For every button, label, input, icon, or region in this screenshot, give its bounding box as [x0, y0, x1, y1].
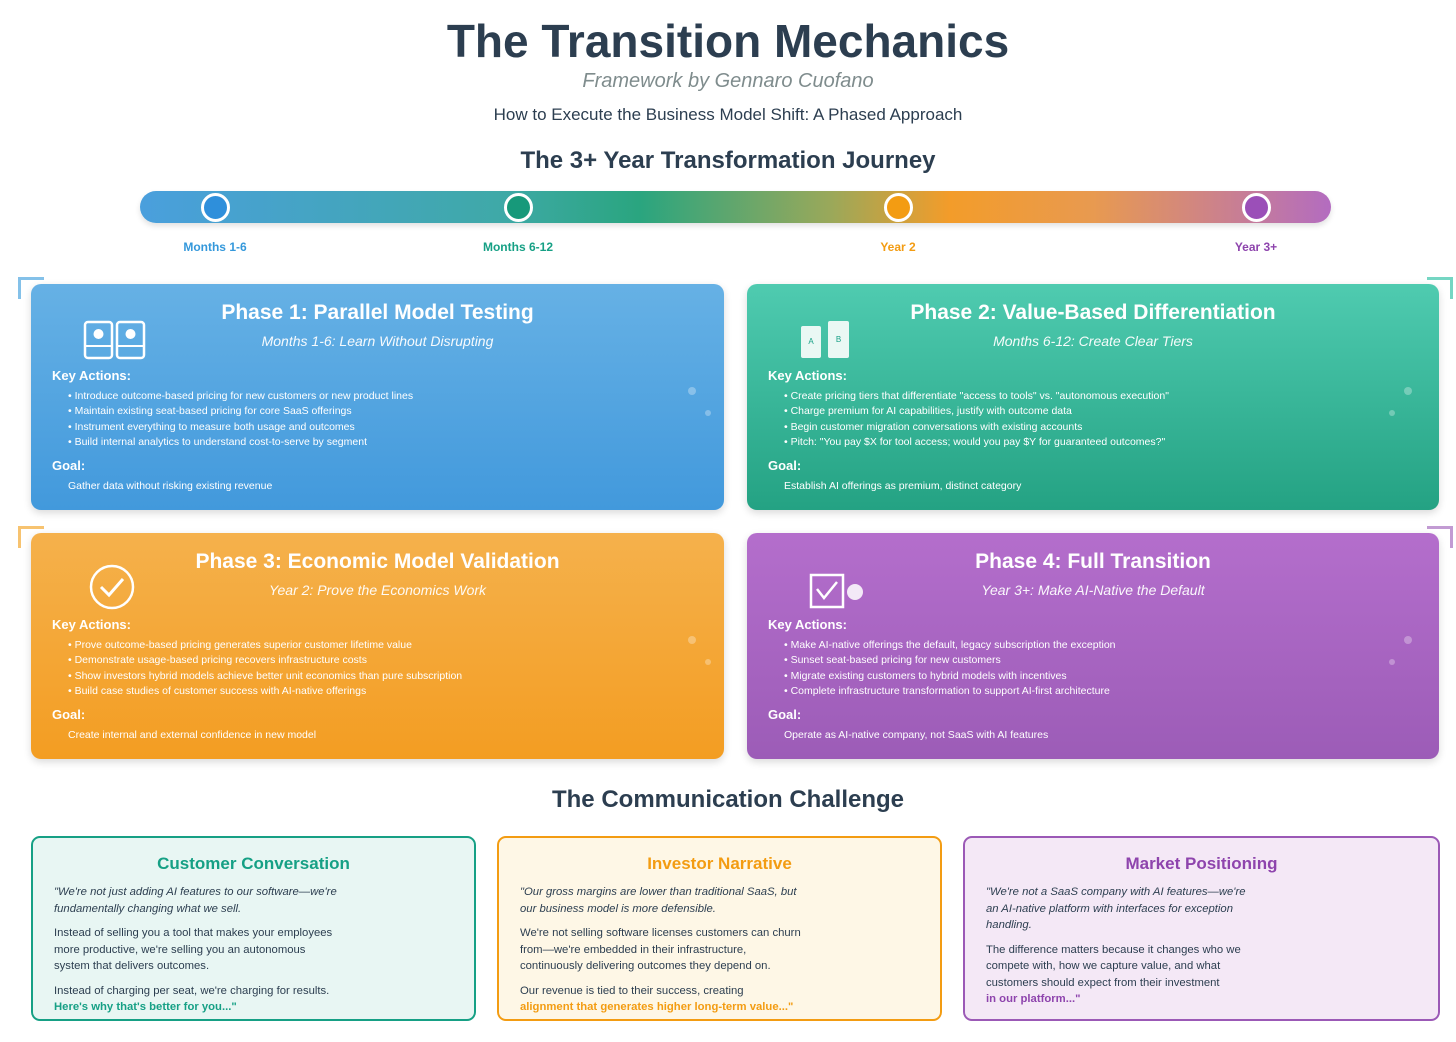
- corner-bracket: [18, 526, 44, 548]
- decorative-dot: [688, 387, 696, 395]
- timeline-marker-3: [884, 193, 913, 222]
- timeline-label: Year 3+: [1234, 240, 1278, 254]
- action-item: Begin customer migration conversations w…: [784, 420, 1169, 435]
- action-item: Demonstrate usage-based pricing recovers…: [68, 653, 462, 668]
- decorative-dot: [1404, 387, 1412, 395]
- card-quote: "Our gross margins are lower than tradit…: [520, 886, 797, 915]
- card-emphasis: alignment that generates higher long-ter…: [520, 1001, 794, 1013]
- phase-title: Phase 2: Value-Based Differentiation: [910, 301, 1276, 324]
- decorative-dot: [688, 636, 696, 644]
- phase-title: Phase 1: Parallel Model Testing: [221, 301, 534, 324]
- card-title: Investor Narrative: [647, 854, 792, 873]
- action-list: Create pricing tiers that differentiate …: [784, 389, 1169, 450]
- action-item: Instrument everything to measure both us…: [68, 420, 413, 435]
- investor-narrative-card: Investor Narrative "Our gross margins ar…: [497, 836, 942, 1021]
- phase-subtitle: Year 2: Prove the Economics Work: [268, 582, 487, 598]
- timeline-label: Months 6-12: [482, 240, 553, 254]
- key-actions-label: Key Actions:: [768, 368, 847, 383]
- card-paragraph: Instead of selling you a tool that makes…: [54, 927, 333, 972]
- action-list: Make AI-native offerings the default, le…: [784, 638, 1116, 699]
- goal-label: Goal:: [52, 707, 86, 722]
- check-circle-icon: [89, 564, 135, 610]
- key-actions-label: Key Actions:: [52, 617, 131, 632]
- phase-title: Phase 3: Economic Model Validation: [195, 550, 560, 573]
- action-item: Show investors hybrid models achieve bet…: [68, 669, 463, 684]
- decorative-dot: [1389, 659, 1395, 665]
- action-list: Prove outcome-based pricing generates su…: [68, 638, 463, 699]
- action-item: Introduce outcome-based pricing for new …: [68, 389, 414, 404]
- goal-text: Operate as AI-native company, not SaaS w…: [784, 729, 1049, 741]
- goal-text: Create internal and external confidence …: [68, 729, 317, 741]
- action-item: Charge premium for AI capabilities, just…: [784, 404, 1169, 419]
- card-quote: "We're not a SaaS company with AI featur…: [986, 886, 1246, 931]
- card-emphasis: Here's why that's better for you...": [54, 1001, 237, 1013]
- timeline-title: The 3+ Year Transformation Journey: [520, 147, 936, 174]
- action-item: Make AI-native offerings the default, le…: [784, 638, 1116, 653]
- corner-bracket: [1427, 277, 1453, 299]
- decorative-dot: [1389, 410, 1395, 416]
- phase-card-2: A B Phase 2: Value-Based Differentiation…: [747, 284, 1439, 510]
- key-actions-label: Key Actions:: [52, 368, 131, 383]
- key-actions-label: Key Actions:: [768, 617, 847, 632]
- action-item: Pitch: "You pay $X for tool access; woul…: [784, 435, 1169, 450]
- goal-text: Gather data without risking existing rev…: [68, 480, 273, 492]
- communication-title: The Communication Challenge: [551, 786, 905, 813]
- page-subtitle: Framework by Gennaro Cuofano: [582, 70, 874, 92]
- goal-label: Goal:: [768, 707, 802, 722]
- corner-bracket: [18, 277, 44, 299]
- action-item: Migrate existing customers to hybrid mod…: [784, 669, 1116, 684]
- goal-label: Goal:: [768, 458, 802, 473]
- action-item: Complete infrastructure transformation t…: [784, 684, 1116, 699]
- phase-subtitle: Months 6-12: Create Clear Tiers: [993, 333, 1193, 349]
- phase-subtitle: Year 3+: Make AI-Native the Default: [981, 582, 1205, 598]
- card-title: Customer Conversation: [157, 854, 350, 873]
- card-title: Market Positioning: [1125, 854, 1278, 873]
- page-tagline: How to Execute the Business Model Shift:…: [493, 105, 963, 124]
- card-emphasis: in our platform...": [986, 993, 1081, 1005]
- customer-conversation-card: Customer Conversation "We're not just ad…: [31, 836, 476, 1021]
- action-item: Maintain existing seat-based pricing for…: [68, 404, 413, 419]
- decorative-dot: [1404, 636, 1412, 644]
- phase-subtitle: Months 1-6: Learn Without Disrupting: [261, 333, 494, 349]
- timeline-marker-1: [201, 193, 230, 222]
- timeline-marker-4: [1242, 193, 1271, 222]
- phase-card-4: Phase 4: Full Transition Year 3+: Make A…: [747, 533, 1439, 759]
- phase-title: Phase 4: Full Transition: [975, 550, 1211, 573]
- action-item: Prove outcome-based pricing generates su…: [68, 638, 462, 653]
- market-positioning-card: Market Positioning "We're not a SaaS com…: [963, 836, 1440, 1021]
- tier-b-icon: B: [828, 321, 849, 358]
- decorative-dot: [705, 410, 711, 416]
- card-paragraph: We're not selling software licenses cust…: [520, 927, 801, 972]
- page-title: The Transition Mechanics: [446, 15, 1010, 67]
- goal-text: Establish AI offerings as premium, disti…: [784, 480, 1022, 492]
- action-item: Create pricing tiers that differentiate …: [784, 389, 1169, 404]
- card-paragraph: Instead of charging per seat, we're char…: [54, 984, 330, 997]
- tier-a-icon: A: [801, 326, 821, 358]
- phase-card-3: Phase 3: Economic Model Validation Year …: [31, 533, 724, 759]
- card-paragraph: Our revenue is tied to their success, cr…: [520, 984, 744, 997]
- card-paragraph: The difference matters because it change…: [986, 943, 1241, 989]
- corner-bracket: [1427, 526, 1453, 548]
- decorative-dot: [705, 659, 711, 665]
- phase-card-1: Phase 1: Parallel Model Testing Months 1…: [31, 284, 724, 510]
- timeline-label: Year 2: [880, 240, 916, 254]
- goal-label: Goal:: [52, 458, 86, 473]
- action-item: Sunset seat-based pricing for new custom…: [784, 653, 1116, 668]
- action-item: Build internal analytics to understand c…: [68, 435, 413, 450]
- card-quote: "We're not just adding AI features to ou…: [54, 886, 337, 915]
- timeline-marker-2: [504, 193, 533, 222]
- action-item: Build case studies of customer success w…: [68, 684, 462, 699]
- action-list: Introduce outcome-based pricing for new …: [68, 389, 414, 450]
- timeline-label: Months 1-6: [183, 240, 247, 254]
- parallel-cards-icon: [83, 320, 146, 360]
- check-box-icon: [809, 573, 863, 609]
- timeline-bar: [140, 191, 1331, 223]
